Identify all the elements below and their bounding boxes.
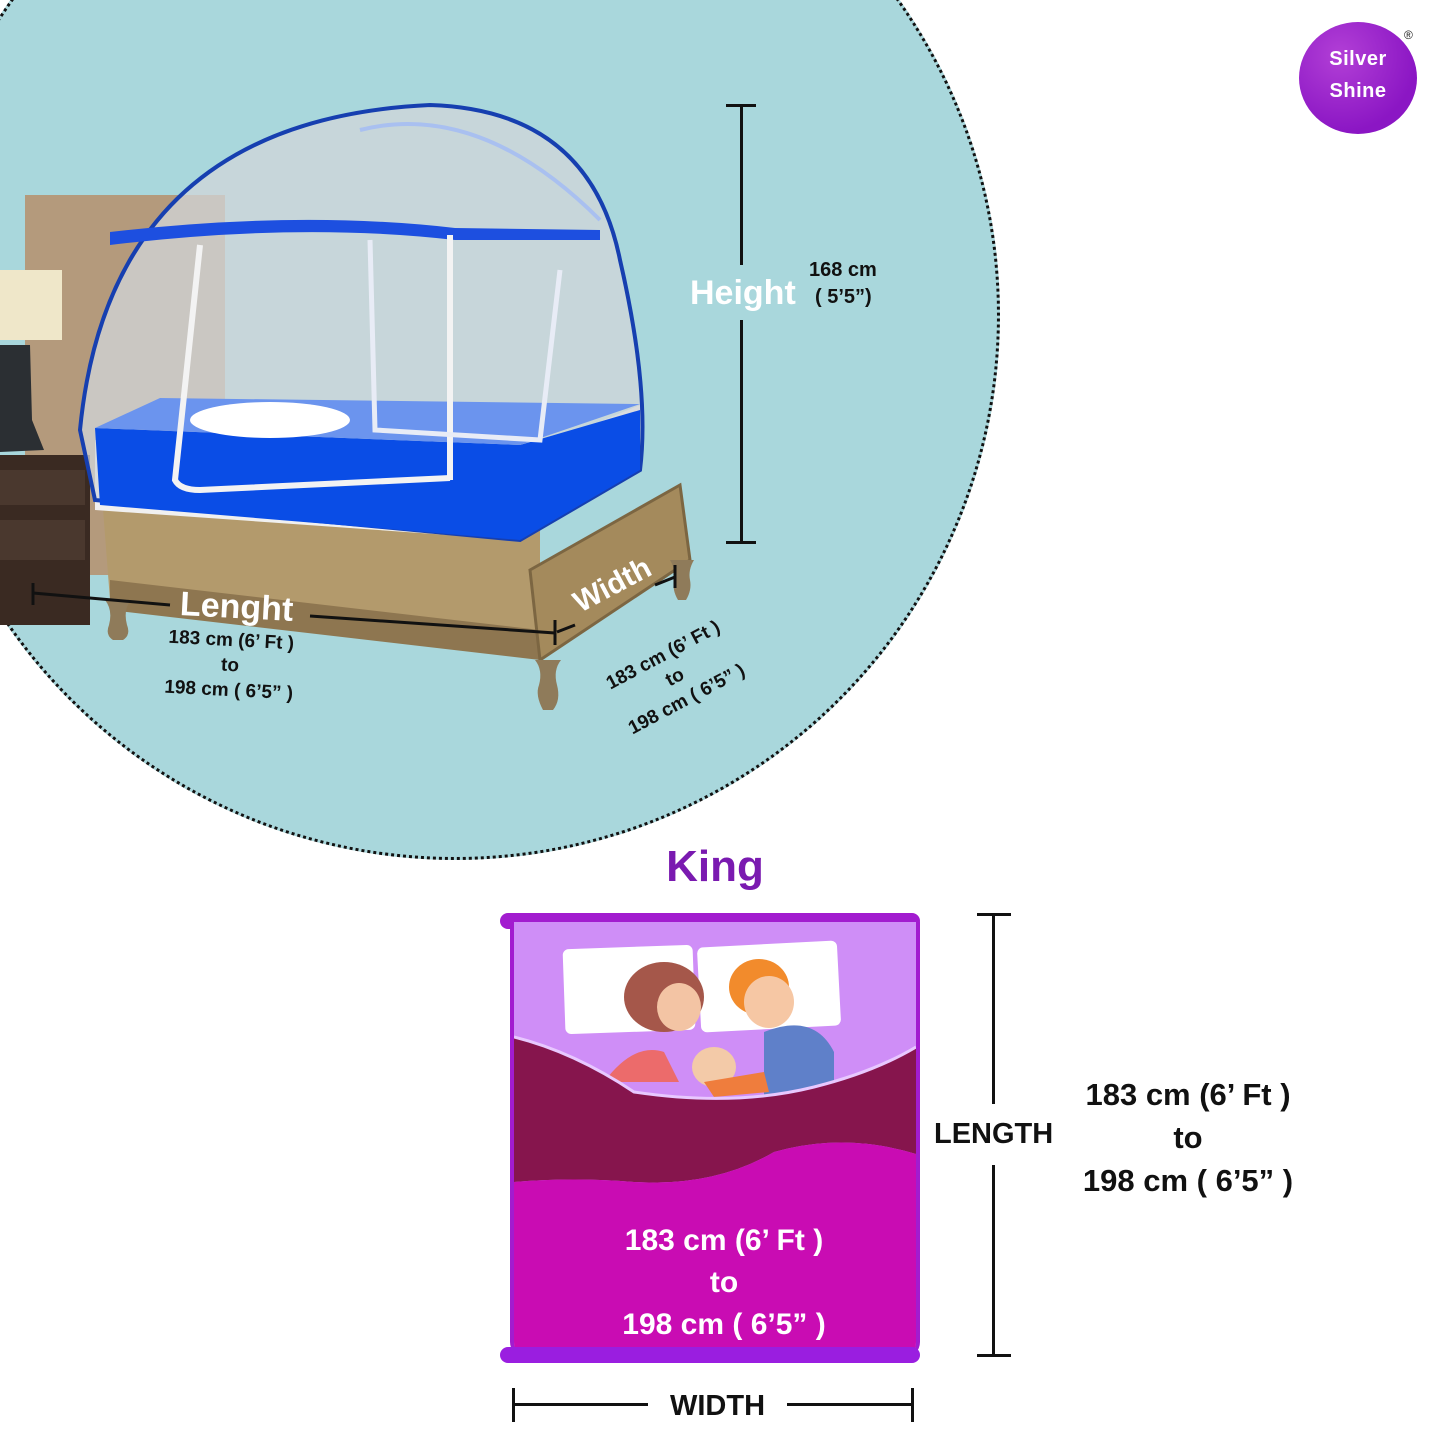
length-line-bottom xyxy=(992,1165,995,1355)
net-skirt xyxy=(95,410,640,540)
length-values: 183 cm (6’ Ft ) to 198 cm ( 6’5” ) xyxy=(138,623,322,707)
length-label: Lenght xyxy=(179,585,295,629)
length-axis-line1: 183 cm (6’ Ft ) xyxy=(1085,1077,1291,1112)
logo-line1: Silver xyxy=(1329,48,1387,70)
height-value-cm: 168 cm xyxy=(809,259,877,281)
bed-diagram: 183 cm (6’ Ft ) to 198 cm ( 6’5” ) xyxy=(510,922,920,1358)
width-axis-label: WIDTH xyxy=(669,1390,766,1422)
length-axis-line3: 198 cm ( 6’5” ) xyxy=(1082,1163,1294,1198)
length-axis-values: 183 cm (6’ Ft ) to 198 cm ( 6’5” ) xyxy=(1058,1073,1318,1202)
height-value-ft: ( 5’5”) xyxy=(815,286,872,308)
height-dimension-cap-bottom xyxy=(726,541,756,544)
bed-inner-text: 183 cm (6’ Ft ) to 198 cm ( 6’5” ) xyxy=(514,1220,916,1346)
length-width-dimension-lines xyxy=(31,565,677,645)
width-line-right xyxy=(787,1403,913,1406)
bed-inner-line1: 183 cm (6’ Ft ) xyxy=(624,1224,824,1257)
bed-inner-line3: 198 cm ( 6’5” ) xyxy=(622,1308,826,1341)
length-line-top xyxy=(992,914,995,1104)
width-cap-left xyxy=(512,1388,515,1422)
width-cap-right xyxy=(911,1388,914,1422)
lamp-shade xyxy=(0,270,62,340)
bed-inner-line2: to xyxy=(709,1266,739,1299)
registered-mark: ® xyxy=(1404,28,1413,42)
length-cap-bottom xyxy=(977,1354,1011,1357)
height-label: Height xyxy=(690,274,796,312)
height-dimension-line-bottom xyxy=(740,320,743,543)
width-line-left xyxy=(513,1403,648,1406)
height-dimension-cap-top xyxy=(726,104,756,107)
length-axis-label: LENGTH xyxy=(934,1118,1054,1150)
logo-line2: Shine xyxy=(1329,80,1387,102)
sleeping-family-illustration xyxy=(514,922,916,1358)
height-dimension-line-top xyxy=(740,105,743,265)
length-axis-line2: to xyxy=(1173,1120,1203,1155)
valance xyxy=(110,219,600,245)
size-title: King xyxy=(666,842,764,891)
brand-logo: Silver Shine xyxy=(1299,22,1417,134)
bed-bottom-rail xyxy=(500,1347,920,1363)
mosquito-net-bed-illustration xyxy=(0,102,694,710)
lamp-base xyxy=(0,345,44,452)
length-cap-top xyxy=(977,913,1011,916)
